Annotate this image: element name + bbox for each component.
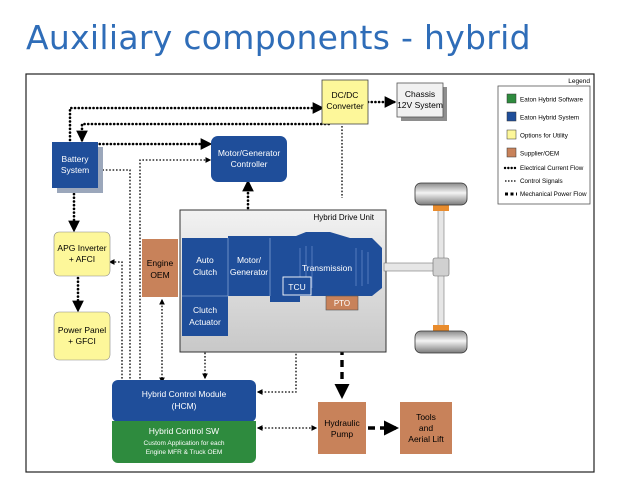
pto-box — [325, 295, 359, 311]
mg-controller-line1: Motor/Generator — [218, 148, 281, 158]
auto-clutch-line2: Clutch — [193, 267, 217, 277]
transmission-label: Transmission — [302, 263, 352, 273]
legend-label-mechanical: Mechanical Power Flow — [520, 191, 587, 198]
tcu-label: TCU — [288, 282, 305, 292]
hybrid-control-sw-line3: Engine MFR & Truck OEM — [146, 449, 223, 456]
battery-line2: System — [61, 165, 89, 175]
hydraulic-pump-line2: Pump — [331, 429, 353, 439]
chassis-12v-line2: 12V System — [397, 100, 443, 110]
legend-label-electrical: Electrical Current Flow — [520, 165, 584, 172]
hybrid-control-sw-line1: Hybrid Control SW — [149, 426, 219, 436]
legend-label-software: Eaton Hybrid Software — [520, 97, 583, 104]
legend-swatch-utility — [506, 129, 517, 140]
pto-label: PTO — [334, 299, 350, 308]
wheel-hub-top — [433, 204, 449, 211]
power-panel-line1: Power Panel — [58, 325, 106, 335]
transmission-housing — [182, 232, 382, 336]
apg-inverter-line1: APG Inverter — [57, 243, 106, 253]
tcu-box — [282, 276, 312, 296]
legend-title: Legend — [568, 78, 590, 85]
apg-inverter-box — [53, 231, 111, 277]
tire-bottom — [414, 330, 468, 354]
mg-controller-box — [211, 136, 287, 182]
dcdc-converter-line1: DC/DC — [332, 90, 359, 100]
link-hcm-mgc — [139, 157, 212, 382]
chassis-12v-box — [396, 82, 444, 118]
battery-box — [52, 142, 98, 188]
tire-top — [414, 182, 468, 206]
auto-clutch-line1: Auto — [196, 255, 214, 265]
legend: Legend Eaton Hybrid Software Eaton Hybri… — [497, 78, 591, 205]
hydraulic-pump-line1: Hydraulic — [324, 418, 360, 428]
link-battery-dcdc-outer — [68, 102, 325, 142]
hybrid-control-sw-box — [112, 421, 256, 463]
wheel-hub-bottom — [433, 325, 449, 332]
engine-oem-line1: Engine — [147, 258, 174, 268]
legend-swatch-system — [506, 111, 517, 122]
clutch-actuator-line1: Clutch — [193, 305, 217, 315]
hydraulic-pump-box — [318, 402, 366, 454]
tools-line3: Aerial Lift — [408, 434, 444, 444]
dcdc-converter-box — [321, 79, 369, 125]
apg-inverter-line2: + AFCI — [69, 254, 95, 264]
legend-swatch-supplier — [506, 147, 517, 158]
power-panel-line2: + GFCI — [68, 336, 96, 346]
hdu-label: Hybrid Drive Unit — [314, 213, 375, 222]
dcdc-converter-line2: Converter — [326, 101, 363, 111]
legend-label-system: Eaton Hybrid System — [520, 115, 579, 122]
hcm-line2: (HCM) — [171, 401, 196, 411]
legend-label-utility: Options for Utility — [520, 133, 569, 140]
motor-generator-line2: Generator — [230, 267, 268, 277]
hybrid-control-sw-line2: Custom Application for each — [144, 440, 225, 447]
differential — [432, 257, 450, 277]
tools-line2: and — [419, 423, 433, 433]
engine-oem-line2: OEM — [150, 270, 169, 280]
battery-line1: Battery — [62, 154, 90, 164]
clutch-actuator-line2: Actuator — [189, 317, 221, 327]
hcm-line1: Hybrid Control Module — [142, 389, 227, 399]
hybrid-control-sw-join — [112, 421, 256, 429]
tools-line1: Tools — [416, 412, 436, 422]
engine-oem-box — [142, 239, 178, 297]
legend-label-supplier: Supplier/OEM — [520, 151, 559, 158]
chassis-12v-line1: Chassis — [405, 89, 435, 99]
legend-box — [497, 85, 591, 205]
slide-title: Auxiliary components - hybrid — [26, 18, 531, 57]
tools-aerial-lift-box — [400, 402, 452, 454]
transmission-ribs — [299, 246, 369, 288]
legend-swatch-software — [506, 93, 517, 104]
link-hcm-apg — [108, 259, 123, 382]
motor-generator-line1: Motor/ — [237, 255, 262, 265]
hcm-box — [112, 380, 256, 422]
link-hcm-battery — [96, 167, 131, 382]
legend-label-control: Control Signals — [520, 178, 563, 185]
driveshaft — [383, 262, 441, 272]
power-panel-box — [53, 311, 111, 361]
mg-controller-line2: Controller — [231, 159, 268, 169]
